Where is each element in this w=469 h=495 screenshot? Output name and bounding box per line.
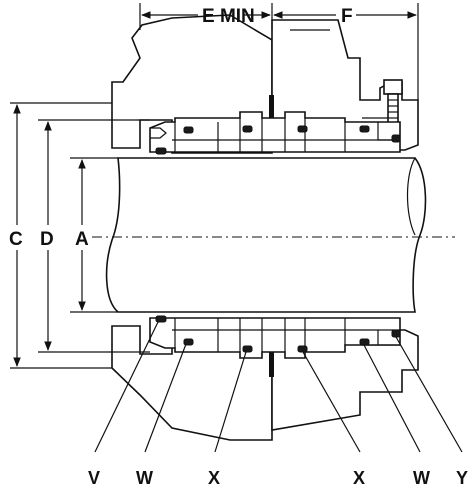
o-rings [155, 125, 401, 353]
dim-e-min-label: E MIN [202, 6, 255, 27]
shaft [105, 157, 427, 313]
seal-assembly-top [149, 111, 401, 153]
callout-w-label: W [413, 468, 430, 488]
gasket-top [269, 95, 274, 135]
dim-c-label: C [9, 229, 23, 250]
seal-assembly-bottom [149, 317, 401, 359]
dim-d-label: D [40, 229, 54, 250]
dim-a-label: A [75, 229, 89, 250]
callout-w-label: W [136, 468, 153, 488]
dim-f-label: F [341, 6, 353, 27]
callout-x-label: X [353, 468, 365, 488]
gasket-bottom [269, 345, 274, 377]
callout-x-label: X [208, 468, 220, 488]
callout-y-label: Y [456, 468, 468, 488]
callout-v-label: V [88, 468, 100, 488]
